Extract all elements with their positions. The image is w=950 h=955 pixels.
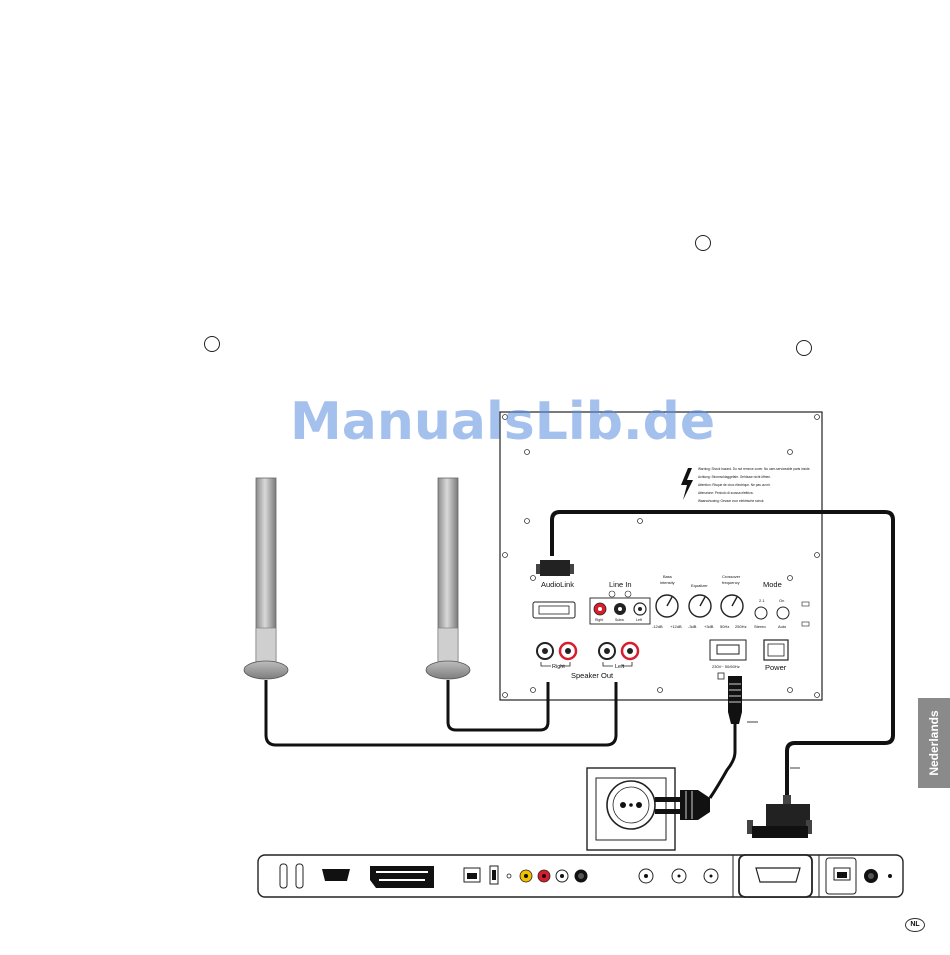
speaker-out-right-label: Right [552, 664, 565, 670]
line-in-right-label: Right [595, 618, 603, 622]
crossover-label-2: frequency [722, 580, 740, 585]
xo-max-label: 250Hz [735, 624, 747, 629]
speaker-out-left-label: Left [615, 664, 625, 670]
language-tab-label: Nederlands [927, 710, 941, 776]
audiolink-cable [550, 510, 895, 795]
xo-min-label: 50Hz [720, 624, 729, 629]
eq-min-label: -3dB [688, 624, 697, 629]
warning-text-5: Waarschuwing: Gevaar voor elektrische sc… [698, 499, 764, 503]
power-cable [708, 700, 737, 799]
crossover-label: Crossover [722, 574, 741, 579]
mode-stereo-label: Stereo [754, 624, 767, 629]
mode-label: Mode [763, 580, 782, 589]
power-label: Power [765, 663, 787, 672]
wall-plug [655, 790, 710, 820]
mode-21-label: 2.1 [759, 598, 765, 603]
mains-socket: 230V~ 50/60Hz [709, 639, 747, 680]
speaker-out-label: Speaker Out [571, 671, 614, 680]
equalizer-knob: Equalizer -3dB +3dB [688, 583, 714, 629]
bass-label: Bass [663, 574, 672, 579]
callout-circle-1 [695, 235, 711, 251]
bass-min-label: -12dB [652, 624, 663, 629]
bass-knob: Bass intensity -12dB +12dB [652, 574, 682, 629]
audiolink-label: AudioLink [541, 580, 574, 589]
warning-text-3: Attention: Risque de choc électrique. Ne… [698, 483, 771, 487]
mode-auto-label: Auto [778, 624, 787, 629]
audiolink-plug [747, 795, 812, 838]
tv-audiolink-socket [738, 854, 813, 898]
equalizer-label: Equalizer [691, 583, 708, 588]
cables [264, 680, 618, 747]
language-tab: Nederlands [918, 698, 950, 788]
speaker-left-cable [264, 680, 618, 747]
warning-text-2: Achtung: Stromschlaggefahr. Gehäuse nich… [698, 475, 771, 479]
lightning-icon [681, 468, 693, 500]
line-in-label: Line In [609, 580, 632, 589]
line-in-left-label: Left [636, 618, 642, 622]
watermark-text: ManualsLib.de [290, 392, 716, 452]
crossover-knob: Crossover frequency 50Hz 250Hz [720, 574, 747, 629]
eq-max-label: +3dB [704, 624, 714, 629]
speaker-left-tower [243, 477, 289, 680]
warning-text-4: Attenzione: Pericolo di scossa elettrica… [698, 491, 754, 495]
audiolink-port: AudioLink [532, 560, 576, 619]
bass-max-label: +12dB [670, 624, 682, 629]
callout-circle-3 [796, 340, 812, 356]
mode-on-label: On [779, 598, 784, 603]
speaker-right-cable [446, 680, 550, 732]
subwoofer-panel: Warning: Shock hazard. Do not remove cov… [499, 411, 823, 701]
line-in-subw-label: Subw. [615, 618, 625, 622]
line-in-group: Line In Right Subw. Left [589, 580, 651, 625]
mains-label: 230V~ 50/60Hz [712, 664, 740, 669]
power-plug-top [728, 676, 742, 724]
language-badge: NL [905, 918, 925, 932]
speaker-out-group: Right Left Speaker Out [536, 641, 640, 680]
power-switch: Power [763, 639, 789, 672]
mode-group: Mode 2.1 On Stereo Auto [754, 580, 810, 629]
bass-label-2: intensity [660, 580, 675, 585]
callout-circle-2 [204, 336, 220, 352]
speaker-right-tower [425, 477, 471, 680]
tv-connector-panel [257, 854, 904, 898]
warning-text-1: Warning: Shock hazard. Do not remove cov… [698, 467, 810, 471]
